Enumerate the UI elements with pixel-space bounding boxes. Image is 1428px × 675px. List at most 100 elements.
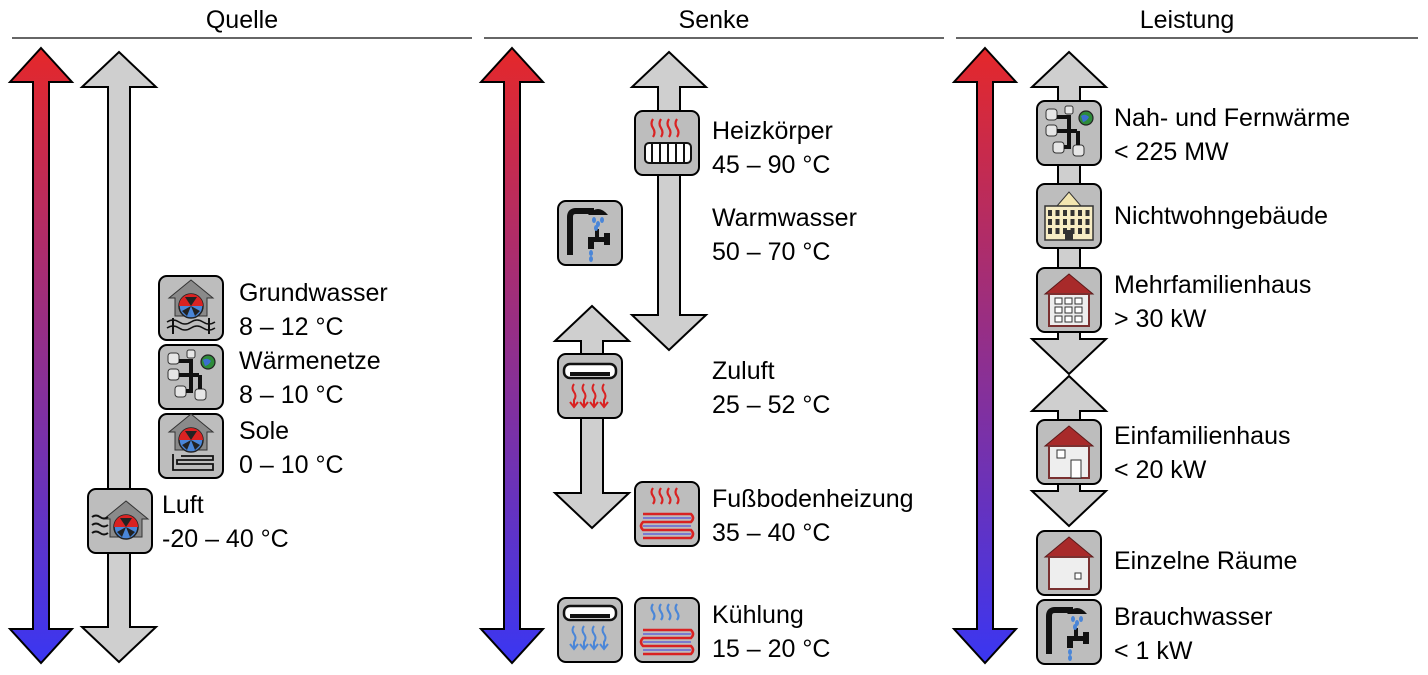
cool-air-arrow [599, 625, 609, 651]
water-drop [1071, 616, 1075, 622]
heating-pipe [639, 512, 695, 540]
window [1078, 210, 1082, 216]
hot-water-tap-icon [557, 200, 623, 266]
tap-handle [595, 229, 599, 237]
cooling-floor-icon [634, 597, 700, 663]
domestic-water-icon [1036, 599, 1102, 665]
heat-network-icon [158, 344, 224, 410]
pipe [567, 208, 594, 255]
groundwater-heatpump-icon [158, 275, 224, 341]
node-box [194, 388, 207, 401]
label-fussbodenheizung: Fußbodenheizung 35 – 40 °C [712, 482, 914, 550]
district-heating-icon [1036, 100, 1102, 166]
sink-name: Heizkörper [712, 117, 833, 145]
window [1064, 315, 1073, 323]
air-vent [570, 614, 610, 618]
source-name: Luft [162, 491, 204, 519]
window [1063, 219, 1067, 225]
source-name: Wärmenetze [239, 347, 381, 375]
cool-air-arrow [589, 625, 599, 651]
heat-wave [658, 487, 664, 505]
floor-heating-icon [634, 481, 700, 547]
icon-frame [1036, 599, 1102, 665]
column-header-senke: Senke [678, 6, 750, 34]
source-temperature: 8 – 12 °C [239, 313, 344, 341]
window [1055, 228, 1060, 234]
warm-air-arrow [589, 383, 599, 409]
window [1085, 210, 1090, 216]
window [1055, 210, 1060, 216]
source-temperature: -20 – 40 °C [162, 525, 289, 553]
cool-air-arrow [569, 625, 579, 651]
label-nah-fernwaerme: Nah- und Fernwärme < 225 MW [1114, 101, 1350, 169]
house-body [1048, 445, 1090, 479]
water-drop [592, 217, 596, 223]
brine-coil [172, 454, 214, 471]
window [1054, 315, 1063, 323]
label-einfamilienhaus: Einfamilienhaus < 20 kW [1114, 419, 1291, 487]
water-drop [1068, 649, 1072, 655]
single-family-house-icon [1036, 419, 1102, 485]
warm-air-arrow [599, 383, 609, 409]
temperature-gradient-arrow [951, 46, 1019, 665]
temperature-gradient-arrow [478, 46, 546, 665]
source-temperature: 8 – 10 °C [239, 381, 344, 409]
fan-blades [182, 431, 200, 450]
sink-temperature: 45 – 90 °C [712, 151, 831, 179]
globe-water [203, 358, 211, 366]
label-sole: Sole 0 – 10 °C [239, 414, 344, 482]
house-body [1048, 556, 1090, 590]
window [1048, 210, 1052, 216]
warmwasser-range-arrow [629, 50, 709, 352]
window [1078, 219, 1082, 225]
heat-wave [658, 118, 664, 138]
label-warmwasser: Warmwasser 50 – 70 °C [712, 201, 857, 269]
air-waves [91, 514, 109, 536]
window [1054, 306, 1063, 314]
window [1054, 297, 1063, 305]
brine-heatpump-icon [158, 413, 224, 479]
sink-name: Zuluft [712, 357, 775, 385]
temperature-gradient-arrow [7, 46, 75, 665]
window [1078, 228, 1082, 234]
heat-wave [674, 487, 680, 505]
power-name: Mehrfamilienhaus [1114, 271, 1312, 299]
heat-wave [674, 603, 680, 621]
power-name: Brauchwasser [1114, 603, 1273, 631]
label-waermenetze: Wärmenetze 8 – 10 °C [239, 344, 381, 412]
water-drop [600, 217, 604, 223]
sink-temperature: 35 – 40 °C [712, 519, 831, 547]
air-heatpump-icon [87, 488, 153, 554]
sink-name: Warmwasser [712, 204, 857, 232]
label-grundwasser: Grundwasser 8 – 12 °C [239, 276, 388, 344]
shower-head [1067, 608, 1087, 614]
heat-wave [666, 118, 672, 138]
power-name: Nichtwohngebäude [1114, 202, 1329, 230]
heat-wave [650, 603, 656, 621]
sink-temperature: 50 – 70 °C [712, 238, 831, 266]
label-luft: Luft -20 – 40 °C [162, 488, 289, 556]
power-name: Einzelne Räume [1114, 547, 1298, 575]
source-name: Sole [239, 417, 290, 445]
label-zuluft: Zuluft 25 – 52 °C [712, 354, 830, 422]
fan-blades [117, 518, 135, 537]
air-vent [570, 372, 610, 376]
warm-air-arrow [579, 383, 589, 409]
node-box [1045, 124, 1058, 137]
column-header-leistung: Leistung [1139, 6, 1235, 34]
power-value: < 20 kW [1114, 456, 1207, 484]
node-box [167, 352, 180, 365]
radiator-icon [634, 110, 700, 176]
window [1048, 219, 1052, 225]
door [1070, 459, 1082, 479]
fan-blades [182, 297, 200, 316]
return-pipe [643, 517, 691, 535]
tap [588, 233, 610, 249]
power-value: > 30 kW [1114, 305, 1207, 333]
node-box [174, 385, 187, 398]
window [1064, 297, 1073, 305]
pipe-lines [179, 359, 202, 393]
window [1070, 219, 1075, 225]
cooling-pipe [639, 628, 695, 656]
